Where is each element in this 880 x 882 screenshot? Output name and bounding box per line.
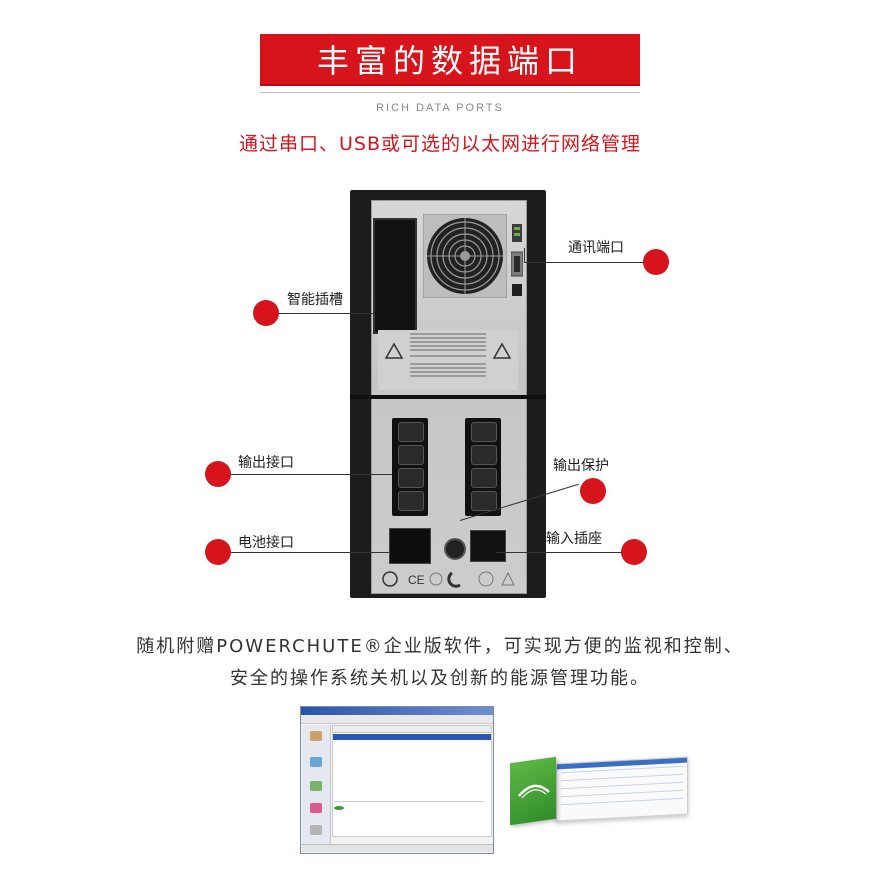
output-outlets-right bbox=[465, 418, 501, 516]
callout-label-output-protection: 输出保护 bbox=[553, 458, 609, 474]
ups-panel-seam bbox=[350, 395, 546, 399]
callout-dot-output-ports bbox=[205, 461, 231, 487]
power-inlet bbox=[470, 530, 506, 562]
outlet-socket bbox=[398, 491, 424, 511]
title-divider bbox=[260, 92, 640, 93]
communication-port-icon bbox=[511, 224, 523, 296]
svg-text:CE: CE bbox=[408, 573, 425, 587]
certification-marks-icon: CE bbox=[382, 571, 515, 588]
description-line-1: 随机附赠POWERCHUTE®企业版软件，可实现方便的监视和控制、 bbox=[136, 636, 744, 657]
device-detail-panel bbox=[334, 799, 484, 825]
outlet-socket bbox=[471, 468, 497, 488]
window-sidebar bbox=[302, 725, 331, 845]
outlet-socket bbox=[471, 445, 497, 465]
callout-label-smart-slot: 智能插槽 bbox=[287, 292, 343, 308]
software-screen-panel bbox=[556, 756, 688, 822]
callout-dot-input-socket bbox=[621, 539, 647, 565]
callout-label-comm-port: 通讯端口 bbox=[568, 240, 624, 256]
sidebar-icon bbox=[310, 757, 322, 767]
circuit-breaker-icon bbox=[444, 538, 466, 560]
page-title: 丰富的数据端口 bbox=[260, 34, 640, 84]
window-status-bar bbox=[302, 844, 493, 852]
callout-label-output-ports: 输出接口 bbox=[238, 455, 294, 471]
subtitle-chinese: 通过串口、USB或可选的以太网进行网络管理 bbox=[238, 133, 641, 155]
fan-grille-icon bbox=[423, 214, 507, 298]
leader-line bbox=[496, 552, 622, 553]
outlet-socket bbox=[471, 491, 497, 511]
subtitle-english: RICH DATA PORTS bbox=[376, 102, 504, 114]
leader-line bbox=[524, 248, 525, 262]
device-list-header bbox=[333, 726, 491, 733]
leader-line bbox=[231, 552, 389, 553]
outlet-socket bbox=[398, 445, 424, 465]
description-line-2: 安全的操作系统关机以及创新的能源管理功能。 bbox=[230, 668, 650, 689]
device-list-selected-row bbox=[333, 734, 491, 740]
smart-slot-cover bbox=[373, 218, 417, 334]
callout-label-battery-port: 电池接口 bbox=[238, 535, 294, 551]
battery-connector bbox=[389, 528, 431, 564]
callout-label-input-socket: 输入插座 bbox=[546, 531, 602, 547]
leader-line bbox=[524, 262, 644, 263]
sidebar-icon bbox=[310, 825, 322, 835]
callout-dot-smart-slot bbox=[253, 300, 279, 326]
output-outlets-left bbox=[392, 418, 428, 516]
window-title-bar bbox=[301, 707, 493, 715]
callout-dot-comm-port bbox=[643, 249, 669, 275]
callout-dot-battery-port bbox=[205, 539, 231, 565]
leader-line bbox=[279, 313, 375, 314]
sidebar-icon bbox=[310, 731, 322, 741]
outlet-socket bbox=[471, 422, 497, 442]
leader-line bbox=[231, 474, 392, 475]
callout-dot-output-protection bbox=[580, 478, 606, 504]
sidebar-icon bbox=[310, 803, 322, 813]
window-menu-bar bbox=[301, 715, 493, 724]
warning-label-icon bbox=[378, 330, 518, 390]
powerchute-logo-icon bbox=[518, 784, 550, 799]
powerchute-software-screenshot bbox=[300, 706, 494, 854]
sidebar-icon bbox=[310, 781, 322, 791]
outlet-socket bbox=[398, 422, 424, 442]
window-device-list bbox=[332, 725, 492, 837]
outlet-socket bbox=[398, 468, 424, 488]
